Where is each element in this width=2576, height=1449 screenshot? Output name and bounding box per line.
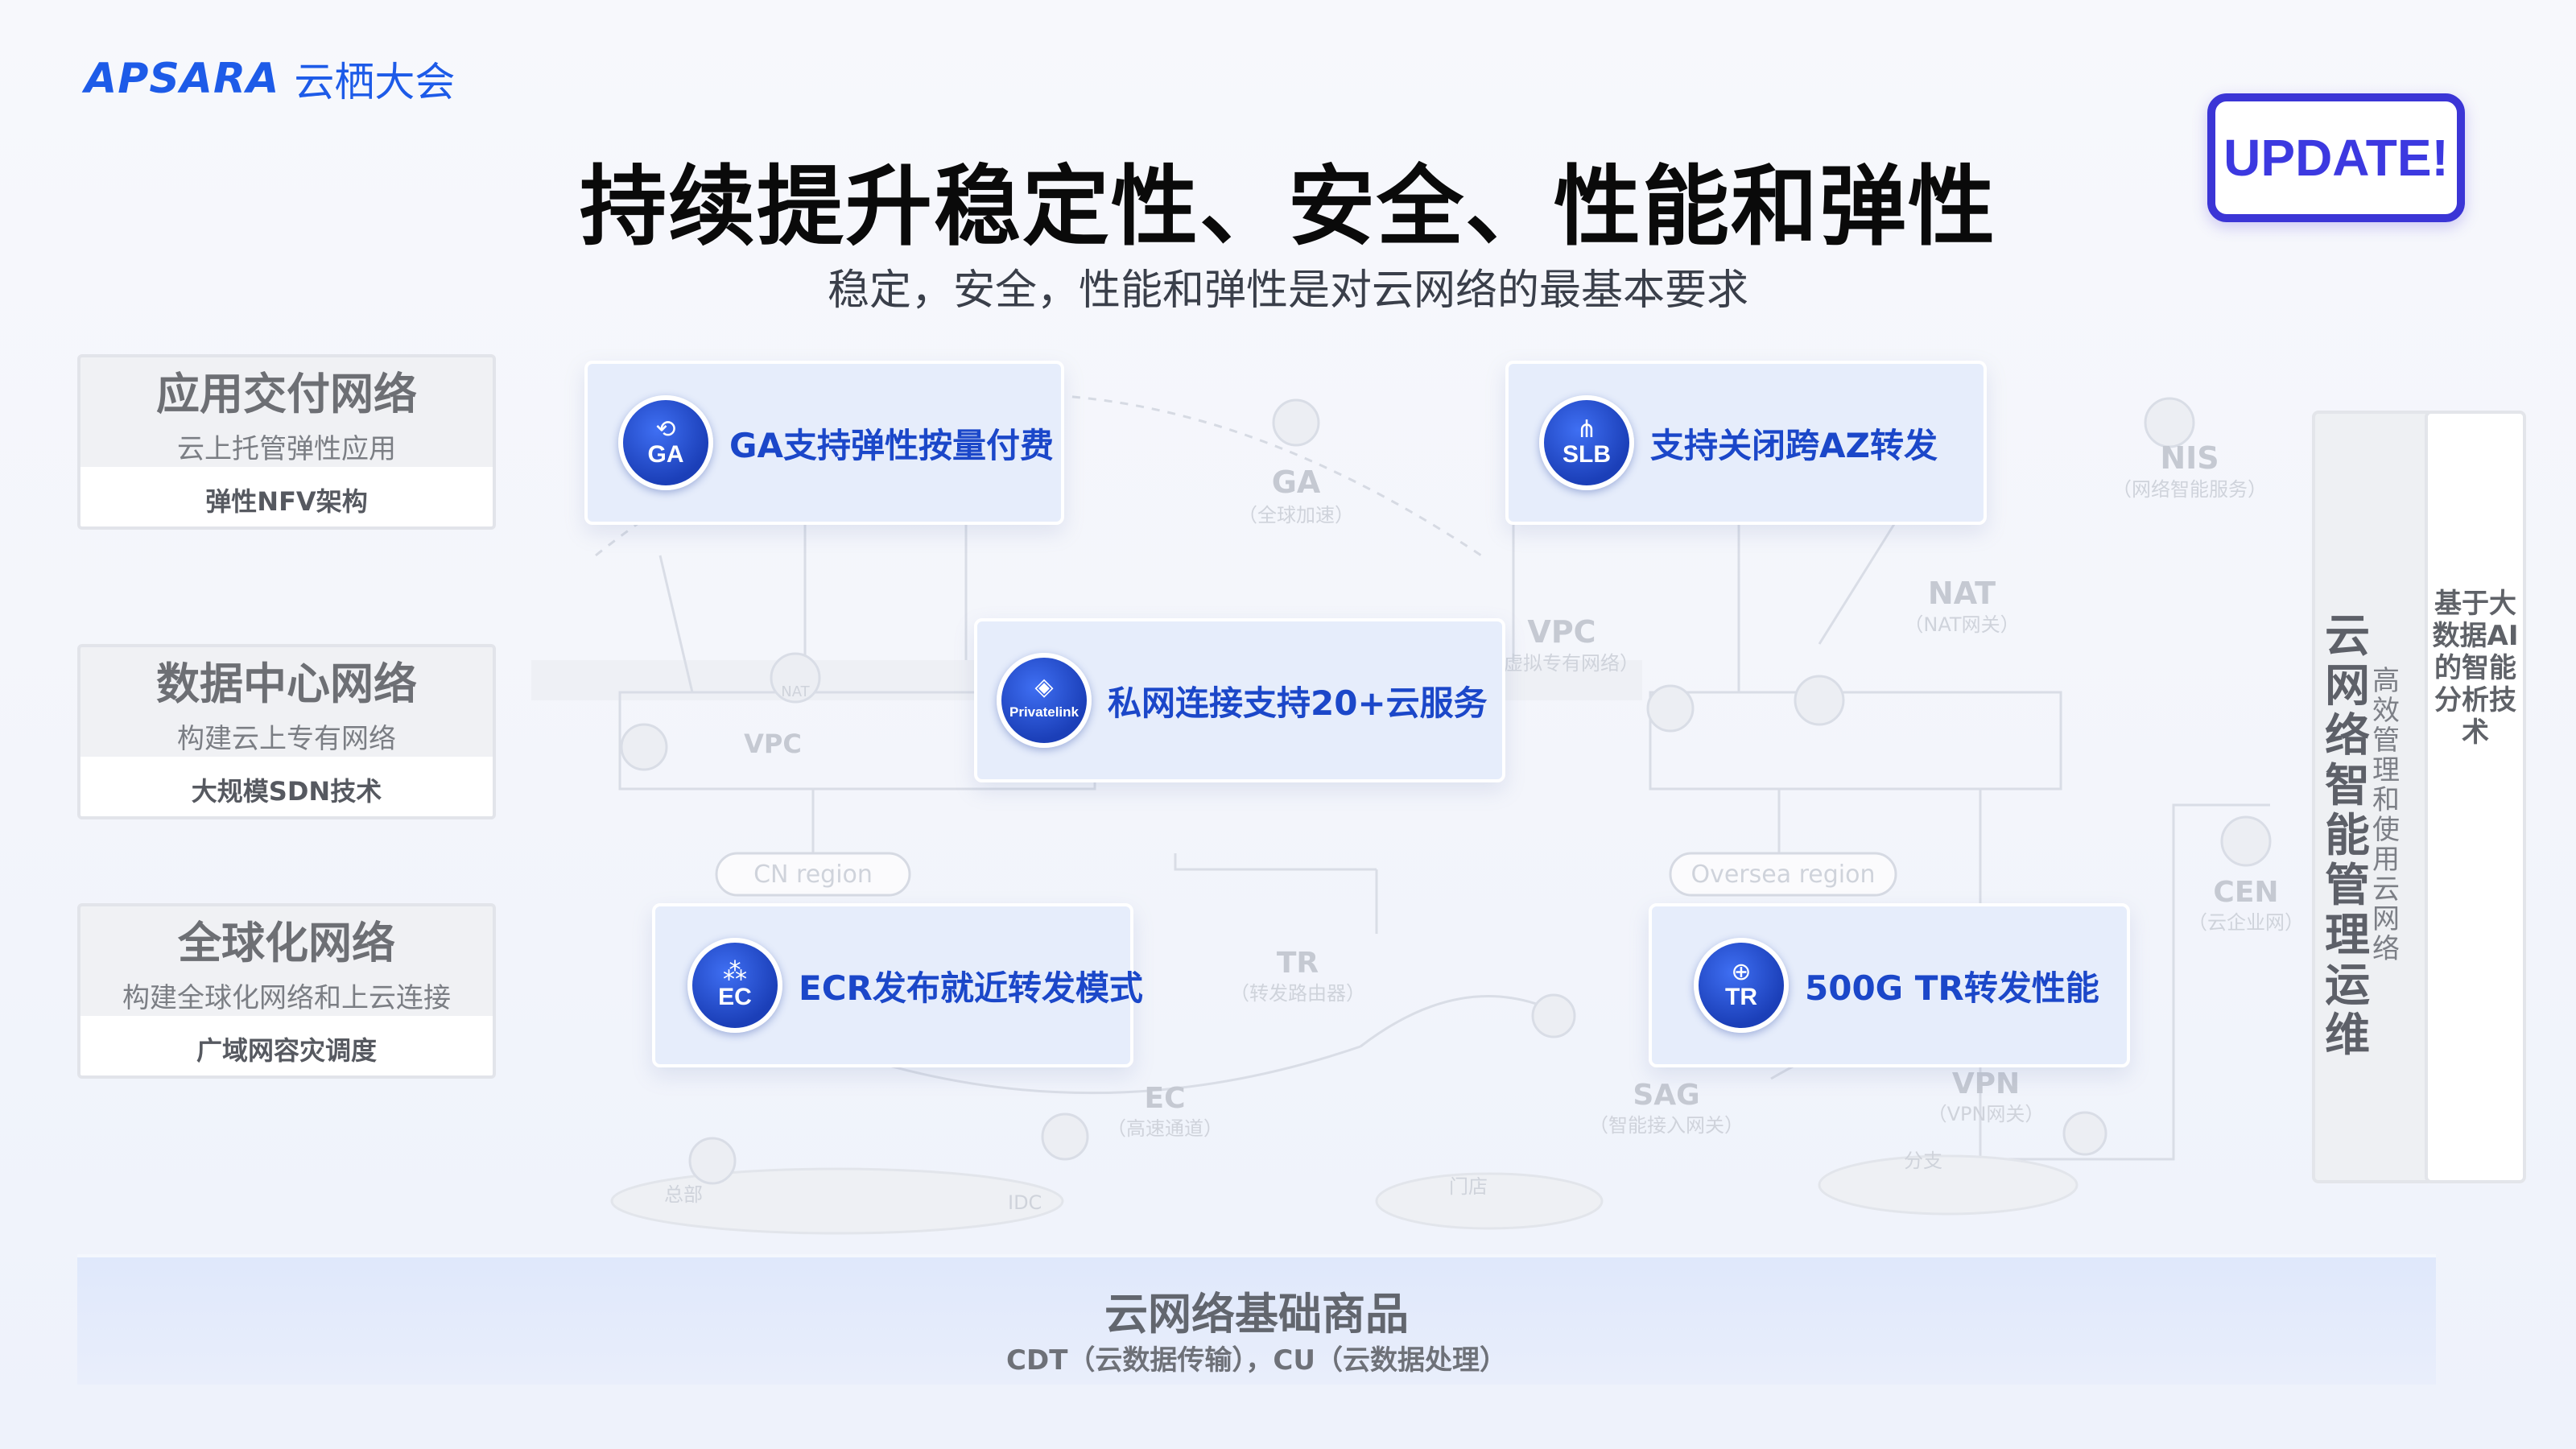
links	[811, 789, 2270, 1161]
bg-nat-sub: （NAT网关）	[1904, 613, 2019, 636]
bg-nis: NIS	[2160, 440, 2219, 476]
vpc-cloud-right-icon	[1646, 684, 1695, 733]
icon-abbr: EC	[718, 984, 752, 1010]
bg-nat-node: NAT	[781, 683, 810, 700]
cen-node-icon	[2220, 815, 2272, 867]
ecr-icon: ⁂EC	[687, 938, 782, 1033]
bg-tr-sub: （转发路由器）	[1230, 982, 1365, 1005]
tr-icon: ⊕TR	[1694, 938, 1789, 1033]
hq-idc-platform	[610, 1167, 1064, 1235]
bg-ga: GA	[1272, 464, 1321, 500]
feature-card-privatelink: ◈Privatelink 私网连接支持20+云服务	[974, 618, 1505, 782]
ops-panel-title: 云网络智能管理运维	[2325, 610, 2370, 1062]
bg-hq: 总部	[664, 1183, 703, 1206]
network-topology-background: CN region Oversea region GA （全球加速） VPC （…	[531, 393, 2302, 1235]
store-platform	[1375, 1172, 1604, 1230]
idc-router-icon	[1041, 1113, 1089, 1161]
layer-subtitle: 构建全球化网络和上云连接	[122, 982, 451, 1014]
bg-vpn-sub: （VPN网关）	[1928, 1103, 2045, 1125]
layer-tech: 广域网容灾调度	[80, 1016, 493, 1075]
layer-card-global: 全球化网络 构建全球化网络和上云连接 广域网容灾调度	[77, 903, 496, 1079]
uplinks	[658, 514, 1901, 693]
brand-name: 云栖大会	[294, 59, 456, 105]
page-title: 持续提升稳定性、安全、性能和弹性	[579, 157, 1996, 258]
cn-region-label: CN region	[753, 861, 873, 889]
feature-card-ecr: ⁂EC ECR发布就近转发模式	[652, 903, 1143, 1067]
bg-idc: IDC	[1008, 1191, 1042, 1214]
feature-label: 私网连接支持20+云服务	[1108, 683, 1488, 723]
bg-ec-sub: （高速通道）	[1107, 1117, 1223, 1140]
page-subtitle: 稳定，安全，性能和弹性是对云网络的最基本要求	[827, 266, 1748, 315]
feature-card-slb: ⋔SLB 支持关闭跨AZ转发	[1505, 361, 1987, 525]
layer-tech: 大规模SDN技术	[80, 757, 493, 816]
nat-node-right-icon	[1794, 675, 1845, 726]
vpc-oversea-box	[1649, 691, 2062, 791]
branch-platform	[1818, 1154, 2079, 1216]
feature-label: GA支持弹性按量付费	[729, 425, 1054, 465]
bg-nis-sub: （网络智能服务）	[2112, 478, 2267, 501]
layer-title: 全球化网络	[178, 918, 395, 968]
privatelink-icon: ◈Privatelink	[997, 653, 1092, 748]
bg-cen-sub: （云企业网）	[2188, 911, 2302, 934]
bg-vpn: VPN	[1952, 1067, 2020, 1100]
bg-sag: SAG	[1633, 1079, 1699, 1112]
bg-cen: CEN	[2213, 876, 2278, 909]
oversea-region-label: Oversea region	[1690, 861, 1875, 889]
bg-ec: EC	[1144, 1082, 1185, 1115]
feature-card-tr: ⊕TR 500G TR转发性能	[1649, 903, 2130, 1067]
vpc-cn-box	[618, 691, 1096, 791]
brand-logo: APSARA 云栖大会	[85, 55, 455, 105]
bg-vpc-left: VPC	[744, 729, 802, 759]
layer-title: 数据中心网络	[156, 658, 417, 709]
layer-card-datacenter: 数据中心网络 构建云上专有网络 大规模SDN技术	[77, 644, 496, 819]
icon-abbr: GA	[647, 441, 684, 468]
feature-label: ECR发布就近转发模式	[799, 968, 1143, 1008]
base-products-bar	[77, 1254, 2436, 1385]
layer-card-app-delivery: 应用交付网络 云上托管弹性应用 弹性NFV架构	[77, 354, 496, 530]
feature-label: 支持关闭跨AZ转发	[1650, 425, 1938, 465]
brand-wordmark: APSARA	[85, 55, 280, 103]
ai-analysis-column	[2425, 411, 2526, 1183]
hq-router-icon	[688, 1137, 737, 1185]
nat-node-left-icon	[770, 652, 821, 704]
bg-vpc-sub: （虚拟专有网络）	[1484, 652, 1639, 675]
sag-node-icon	[1531, 993, 1576, 1038]
feature-card-ga: ⟲GA GA支持弹性按量付费	[584, 361, 1064, 525]
vpc-cloud-left-icon	[620, 723, 668, 771]
base-products-title: 云网络基础商品	[1104, 1289, 1409, 1340]
layer-title: 应用交付网络	[156, 369, 417, 419]
layer-tech: 弹性NFV架构	[80, 467, 493, 526]
ga-icon: ⟲GA	[618, 395, 713, 490]
bg-tr: TR	[1277, 947, 1319, 980]
bg-vpc: VPC	[1527, 614, 1596, 650]
update-badge: UPDATE!	[2207, 93, 2465, 222]
bg-nat: NAT	[1928, 576, 1996, 611]
oversea-region-pill	[1669, 852, 1897, 897]
bg-sag-sub: （智能接入网关）	[1589, 1114, 1744, 1137]
bg-store: 门店	[1449, 1175, 1488, 1198]
feature-label: 500G TR转发性能	[1805, 968, 2099, 1008]
ga-node-icon	[1272, 398, 1320, 447]
icon-abbr: Privatelink	[1009, 704, 1079, 720]
bg-branch: 分支	[1904, 1150, 1942, 1172]
vpn-gateway-icon	[2062, 1111, 2107, 1156]
ai-analysis-label: 基于大数据AI的智能分析技术	[2432, 588, 2519, 749]
slb-icon: ⋔SLB	[1539, 395, 1634, 490]
icon-abbr: TR	[1725, 984, 1757, 1010]
icon-abbr: SLB	[1563, 441, 1611, 468]
base-products-subtitle: CDT（云数据传输），CU（云数据处理）	[1006, 1344, 1507, 1377]
layer-subtitle: 构建云上专有网络	[177, 723, 396, 755]
layer-subtitle: 云上托管弹性应用	[177, 433, 396, 465]
ops-panel-subtitle: 高效管理和使用云网络	[2372, 665, 2400, 965]
cn-region-pill	[715, 852, 911, 897]
nis-cloud-icon	[2144, 397, 2195, 448]
bg-ga-sub: （全球加速）	[1238, 504, 1354, 526]
